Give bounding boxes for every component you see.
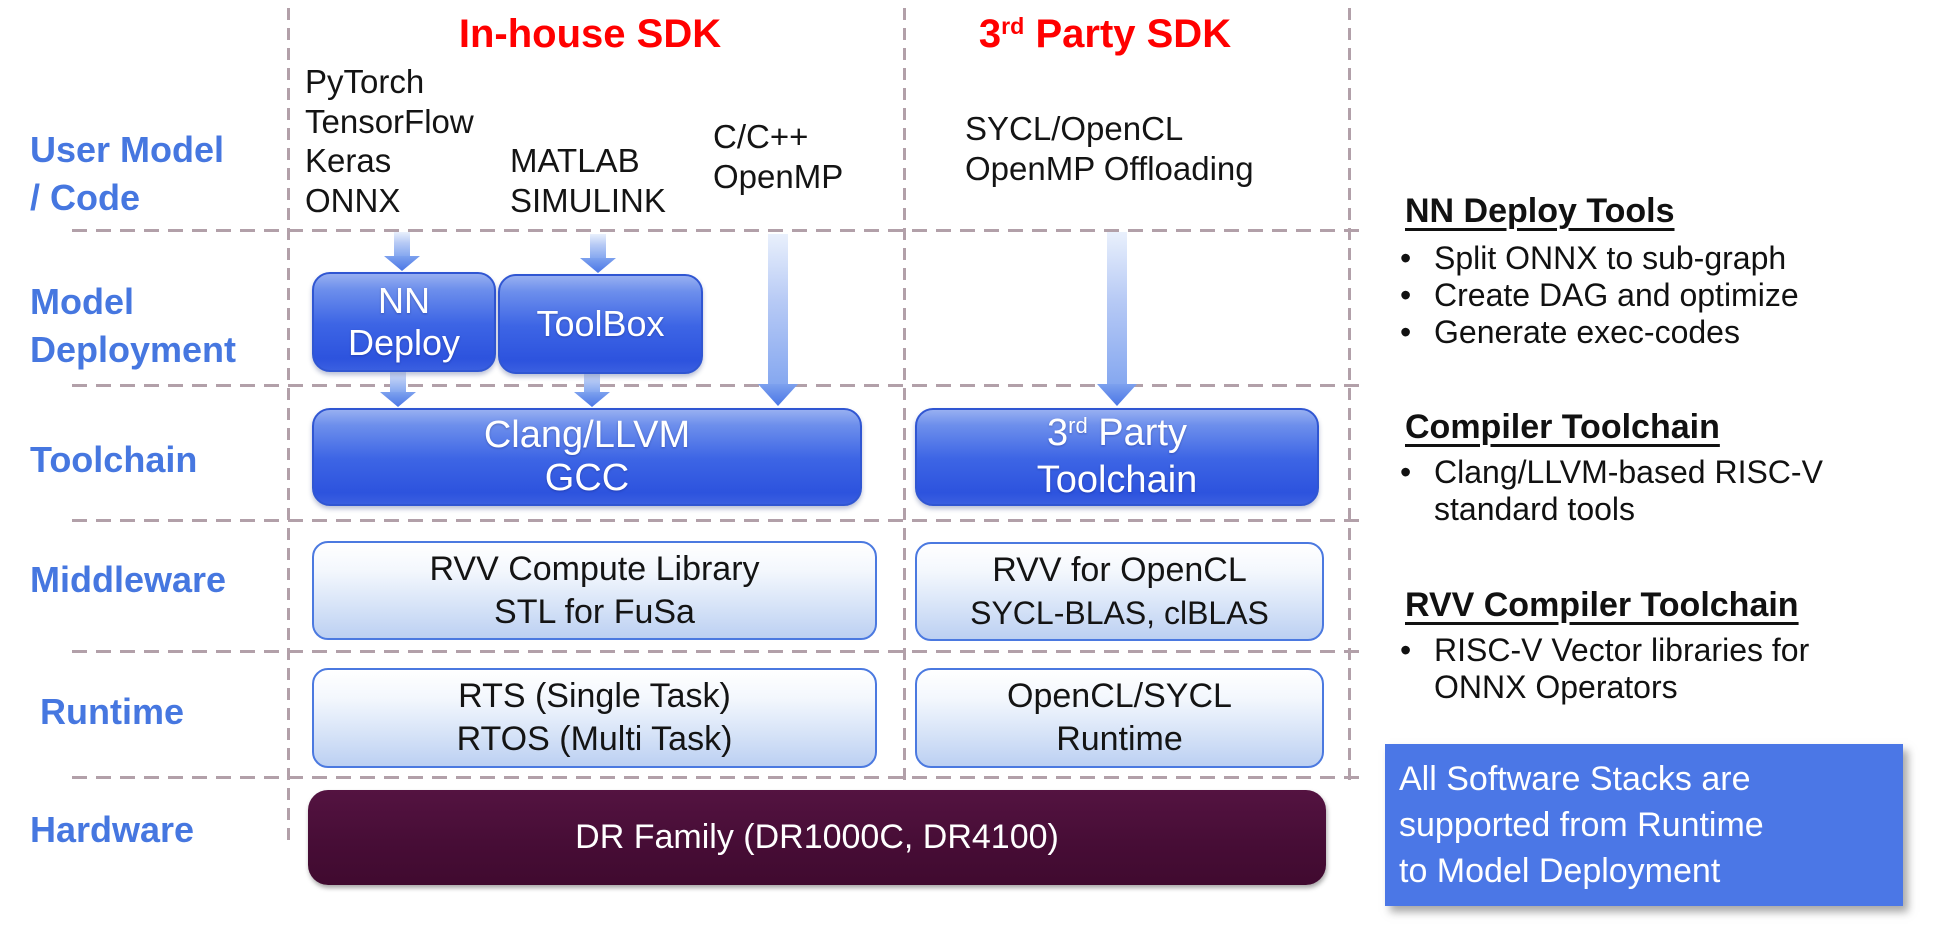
arrow-cpp-to-clang	[758, 234, 798, 406]
matlab-label: MATLAB	[510, 142, 640, 179]
row-label-middleware: Middleware	[30, 559, 227, 600]
nn-deploy-line1: NN	[378, 280, 430, 321]
rvv-compiler-toolchain-heading: RVV Compiler Toolchain	[1405, 586, 1799, 624]
sycl-opencl-label: SYCL/OpenCL	[965, 110, 1184, 147]
toolbox-label: ToolBox	[536, 303, 665, 344]
rvv-compute-library-line: RVV Compute Library	[429, 549, 760, 588]
third-party-num: 3	[978, 12, 1002, 56]
row-divider-user-model	[72, 229, 1360, 232]
compiler-toolchain-heading: Compiler Toolchain	[1405, 408, 1720, 446]
c-cpp-label: C/C++	[713, 118, 809, 155]
bullet-icon: •	[1400, 240, 1412, 276]
clang-llvm-gcc-box: Clang/LLVM GCC	[312, 408, 862, 506]
framework-onnx: ONNX	[305, 181, 401, 219]
bullet-icon: •	[1400, 314, 1412, 350]
openmp-label: OpenMP	[713, 157, 844, 195]
frameworks-list: PyTorch TensorFlow Keras ONNX	[305, 62, 474, 220]
cpp-list: C/C++ OpenMP	[713, 117, 843, 196]
row-label-model-line2: Deployment	[30, 329, 237, 370]
rtos-line: RTOS (Multi Task)	[456, 720, 733, 758]
nn-deploy-line2: Deploy	[347, 322, 461, 363]
rvv-for-opencl-box: RVV for OpenCL SYCL-BLAS, clBLAS	[915, 542, 1324, 641]
row-divider-middleware	[72, 650, 1360, 653]
dr-family-label: DR Family (DR1000C, DR4100)	[575, 818, 1059, 856]
column-divider-left	[287, 8, 290, 843]
arrow-nn-deploy-to-clang	[380, 369, 416, 407]
tp-box-rest: Party	[1087, 412, 1187, 454]
row-divider-runtime	[72, 776, 1360, 779]
tp-box-sup: rd	[1068, 412, 1088, 438]
tp-box-num: 3	[1047, 412, 1069, 454]
rts-rtos-box: RTS (Single Task) RTOS (Multi Task)	[312, 668, 877, 768]
row-label-user-model-line1: User Model	[30, 129, 225, 170]
callout-line3: to Model Deployment	[1399, 852, 1721, 890]
arrow-toolbox-to-clang	[574, 370, 610, 407]
row-label-hardware: Hardware	[30, 809, 195, 850]
bullet-icon: •	[1400, 454, 1412, 490]
dr-family-hardware-bar: DR Family (DR1000C, DR4100)	[308, 790, 1326, 885]
framework-pytorch: PyTorch	[305, 63, 425, 100]
bullet-icon: •	[1400, 277, 1412, 313]
row-label-user-model: User Model / Code	[30, 126, 224, 222]
bullet-text: Create DAG and optimize	[1434, 277, 1799, 313]
inhouse-sdk-header: In-house SDK	[390, 12, 790, 57]
compiler-toolchain-bullet-1: • Clang/LLVM-based RISC-V standard tools	[1400, 454, 1823, 528]
openmp-offloading-label: OpenMP Offloading	[965, 150, 1254, 187]
third-party-toolchain-line2: Toolchain	[1036, 459, 1198, 501]
clang-llvm-line: Clang/LLVM	[483, 414, 691, 456]
third-party-toolchain-box: 3rd Party Toolchain	[915, 408, 1319, 506]
third-party-rest: Party SDK	[1024, 12, 1232, 56]
bullet-icon: •	[1400, 632, 1412, 668]
bullet-text: Generate exec-codes	[1434, 314, 1740, 350]
rvv-compiler-toolchain-bullet-1: • RISC-V Vector libraries for ONNX Opera…	[1400, 632, 1809, 706]
arrow-matlab-to-toolbox	[580, 234, 616, 273]
row-label-toolchain: Toolchain	[30, 439, 198, 480]
all-stacks-supported-callout: All Software Stacks are supported from R…	[1385, 744, 1903, 906]
bullet-text-line2: ONNX Operators	[1434, 669, 1678, 705]
bullet-text: Split ONNX to sub-graph	[1434, 240, 1787, 276]
rvv-compute-library-box: RVV Compute Library STL for FuSa	[312, 541, 877, 640]
nn-deploy-tools-heading: NN Deploy Tools	[1405, 192, 1675, 230]
bullet-text-line2: standard tools	[1434, 491, 1636, 527]
gcc-line: GCC	[544, 457, 630, 499]
bullet-text-line1: RISC-V Vector libraries for	[1434, 632, 1810, 668]
sycl-blas-line: SYCL-BLAS, clBLAS	[970, 594, 1269, 631]
nn-deploy-tools-bullet-3: • Generate exec-codes	[1400, 314, 1740, 351]
arrow-frameworks-to-nn-deploy	[384, 232, 420, 271]
row-divider-toolchain	[72, 519, 1360, 522]
opencl-sycl-line: OpenCL/SYCL	[1007, 677, 1232, 715]
nn-deploy-tools-bullet-2: • Create DAG and optimize	[1400, 277, 1799, 314]
opencl-sycl-runtime-box: OpenCL/SYCL Runtime	[915, 668, 1324, 768]
bullet-text-line1: Clang/LLVM-based RISC-V	[1434, 454, 1823, 490]
sycl-list: SYCL/OpenCL OpenMP Offloading	[965, 109, 1254, 189]
row-label-model-line1: Model	[30, 281, 134, 322]
toolbox-box: ToolBox	[498, 274, 703, 374]
framework-tensorflow: TensorFlow	[305, 102, 474, 140]
column-divider-right	[1348, 8, 1351, 782]
rts-line: RTS (Single Task)	[458, 677, 731, 715]
row-label-model-deployment: Model Deployment	[30, 278, 236, 374]
row-label-runtime: Runtime	[40, 691, 184, 732]
column-divider-middle	[903, 8, 906, 782]
stl-fusa-line: STL for FuSa	[494, 592, 695, 631]
nn-deploy-tools-bullet-1: • Split ONNX to sub-graph	[1400, 240, 1786, 277]
third-party-toolchain-line1: 3rd Party	[1047, 412, 1187, 459]
arrow-sycl-to-third-toolchain	[1097, 232, 1137, 406]
simulink-label: SIMULINK	[510, 181, 666, 219]
runtime-line: Runtime	[1056, 720, 1183, 758]
matlab-list: MATLAB SIMULINK	[510, 141, 666, 220]
rvv-for-opencl-line: RVV for OpenCL	[992, 550, 1247, 589]
row-label-user-model-line2: / Code	[30, 177, 141, 218]
framework-keras: Keras	[305, 142, 392, 179]
inhouse-sdk-header-text: In-house SDK	[458, 12, 722, 56]
third-party-sup: rd	[1001, 13, 1025, 40]
nn-deploy-box: NN Deploy	[312, 272, 496, 372]
third-party-sdk-header: 3rd Party SDK	[920, 12, 1290, 57]
row-divider-model-deployment	[72, 384, 1360, 387]
callout-line1: All Software Stacks are	[1399, 760, 1751, 798]
callout-line2: supported from Runtime	[1399, 806, 1764, 844]
